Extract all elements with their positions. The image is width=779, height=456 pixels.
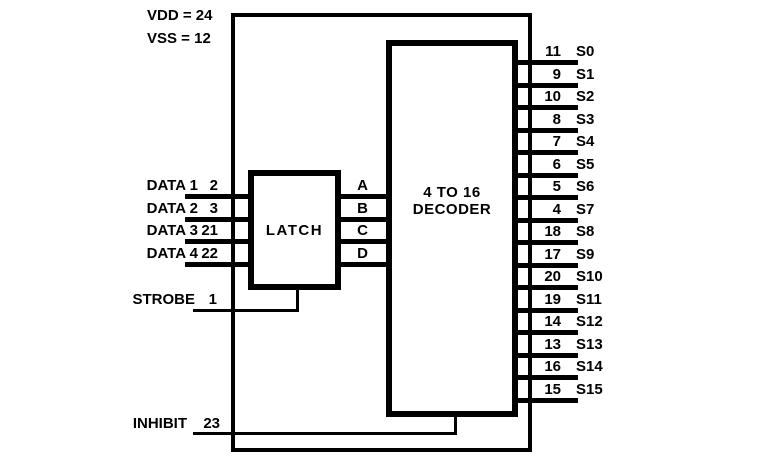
- decoder-label-line2: DECODER: [412, 201, 492, 218]
- decoder-output-pin: 11: [545, 43, 561, 60]
- decoder-output-pin: 10: [544, 88, 561, 105]
- decoder-output-label: S9: [576, 246, 595, 263]
- decoder-output-label: S2: [576, 88, 595, 105]
- decoder-output-pin: 7: [552, 133, 561, 150]
- decoder-output-pin: 15: [544, 381, 561, 398]
- decoder-output-wire: [515, 173, 578, 178]
- decoder-output-wire: [515, 375, 578, 380]
- data-input-wire: [185, 217, 254, 222]
- latch-label: LATCH: [265, 221, 324, 239]
- vdd-label: VDD = 24: [147, 7, 213, 24]
- decoder-output-pin: 4: [552, 201, 561, 218]
- decoder-output-label: S3: [576, 111, 595, 128]
- inhibit-pin: 23: [203, 415, 220, 432]
- decoder-output-label: S4: [576, 133, 595, 150]
- decoder-output-wire: [515, 240, 578, 245]
- decoder-output-wire: [515, 105, 578, 110]
- decoder-label-line1: 4 TO 16: [423, 184, 481, 201]
- decoder-output-label: S5: [576, 156, 595, 173]
- decoder-output-wire: [515, 195, 578, 200]
- decoder-output-label: S11: [576, 291, 602, 308]
- decoder-output-label: S7: [576, 201, 595, 218]
- inhibit-wire-vertical: [454, 411, 457, 435]
- latch-output-label: B: [357, 200, 368, 217]
- latch-output-label: D: [357, 245, 368, 262]
- data-input-wire: [185, 239, 254, 244]
- decoder-output-pin: 14: [544, 313, 561, 330]
- decoder-output-wire: [515, 263, 578, 268]
- strobe-pin: 1: [208, 291, 217, 308]
- strobe-label: STROBE: [132, 291, 195, 308]
- data-input-label: DATA 2: [146, 200, 198, 217]
- data-input-wire: [185, 262, 254, 267]
- decoder-output-label: S14: [576, 358, 603, 375]
- data-input-pin: 21: [201, 222, 218, 239]
- inhibit-wire-horizontal: [193, 432, 457, 435]
- data-input-pin: 3: [209, 200, 218, 217]
- decoder-output-wire: [515, 308, 578, 313]
- decoder-output-wire: [515, 60, 578, 65]
- latch-block: LATCH: [248, 170, 341, 290]
- data-input-pin: 2: [209, 177, 218, 194]
- decoder-output-wire: [515, 83, 578, 88]
- decoder-output-pin: 6: [552, 156, 561, 173]
- decoder-output-wire: [515, 150, 578, 155]
- data-input-label: DATA 1: [146, 177, 198, 194]
- latch-output-label: A: [357, 177, 368, 194]
- latch-output-wire: [338, 262, 389, 267]
- data-input-label: DATA 4: [146, 245, 198, 262]
- data-input-wire: [185, 194, 254, 199]
- decoder-output-label: S6: [576, 178, 595, 195]
- decoder-output-label: S15: [576, 381, 603, 398]
- latch-output-wire: [338, 217, 389, 222]
- decoder-output-label: S1: [576, 66, 595, 83]
- decoder-output-wire: [515, 330, 578, 335]
- decoder-output-pin: 19: [544, 291, 561, 308]
- package-outline: [231, 13, 532, 452]
- decoder-output-wire: [515, 353, 578, 358]
- decoder-block: 4 TO 16 DECODER: [386, 40, 518, 417]
- decoder-output-pin: 13: [544, 336, 561, 353]
- latch-output-wire: [338, 194, 389, 199]
- inhibit-label: INHIBIT: [132, 415, 187, 432]
- data-input-pin: 22: [201, 245, 218, 262]
- decoder-output-pin: 16: [544, 358, 561, 375]
- decoder-output-pin: 20: [544, 268, 561, 285]
- decoder-output-pin: 8: [552, 111, 561, 128]
- decoder-output-label: S10: [576, 268, 603, 285]
- decoder-output-pin: 9: [552, 66, 561, 83]
- data-input-label: DATA 3: [146, 222, 198, 239]
- strobe-wire-vertical: [296, 288, 299, 312]
- decoder-output-wire: [515, 218, 578, 223]
- decoder-output-pin: 5: [552, 178, 561, 195]
- decoder-output-pin: 17: [544, 246, 561, 263]
- decoder-output-wire: [515, 398, 578, 403]
- strobe-wire-horizontal: [193, 309, 299, 312]
- latch-output-label: C: [357, 222, 368, 239]
- decoder-output-pin: 18: [544, 223, 561, 240]
- vss-label: VSS = 12: [147, 30, 211, 47]
- decoder-output-label: S8: [576, 223, 595, 240]
- latch-output-wire: [338, 239, 389, 244]
- decoder-output-label: S13: [576, 336, 603, 353]
- decoder-output-label: S12: [576, 313, 603, 330]
- decoder-label: 4 TO 16 DECODER: [392, 184, 512, 218]
- decoder-output-wire: [515, 285, 578, 290]
- decoder-output-label: S0: [576, 43, 595, 60]
- decoder-output-wire: [515, 128, 578, 133]
